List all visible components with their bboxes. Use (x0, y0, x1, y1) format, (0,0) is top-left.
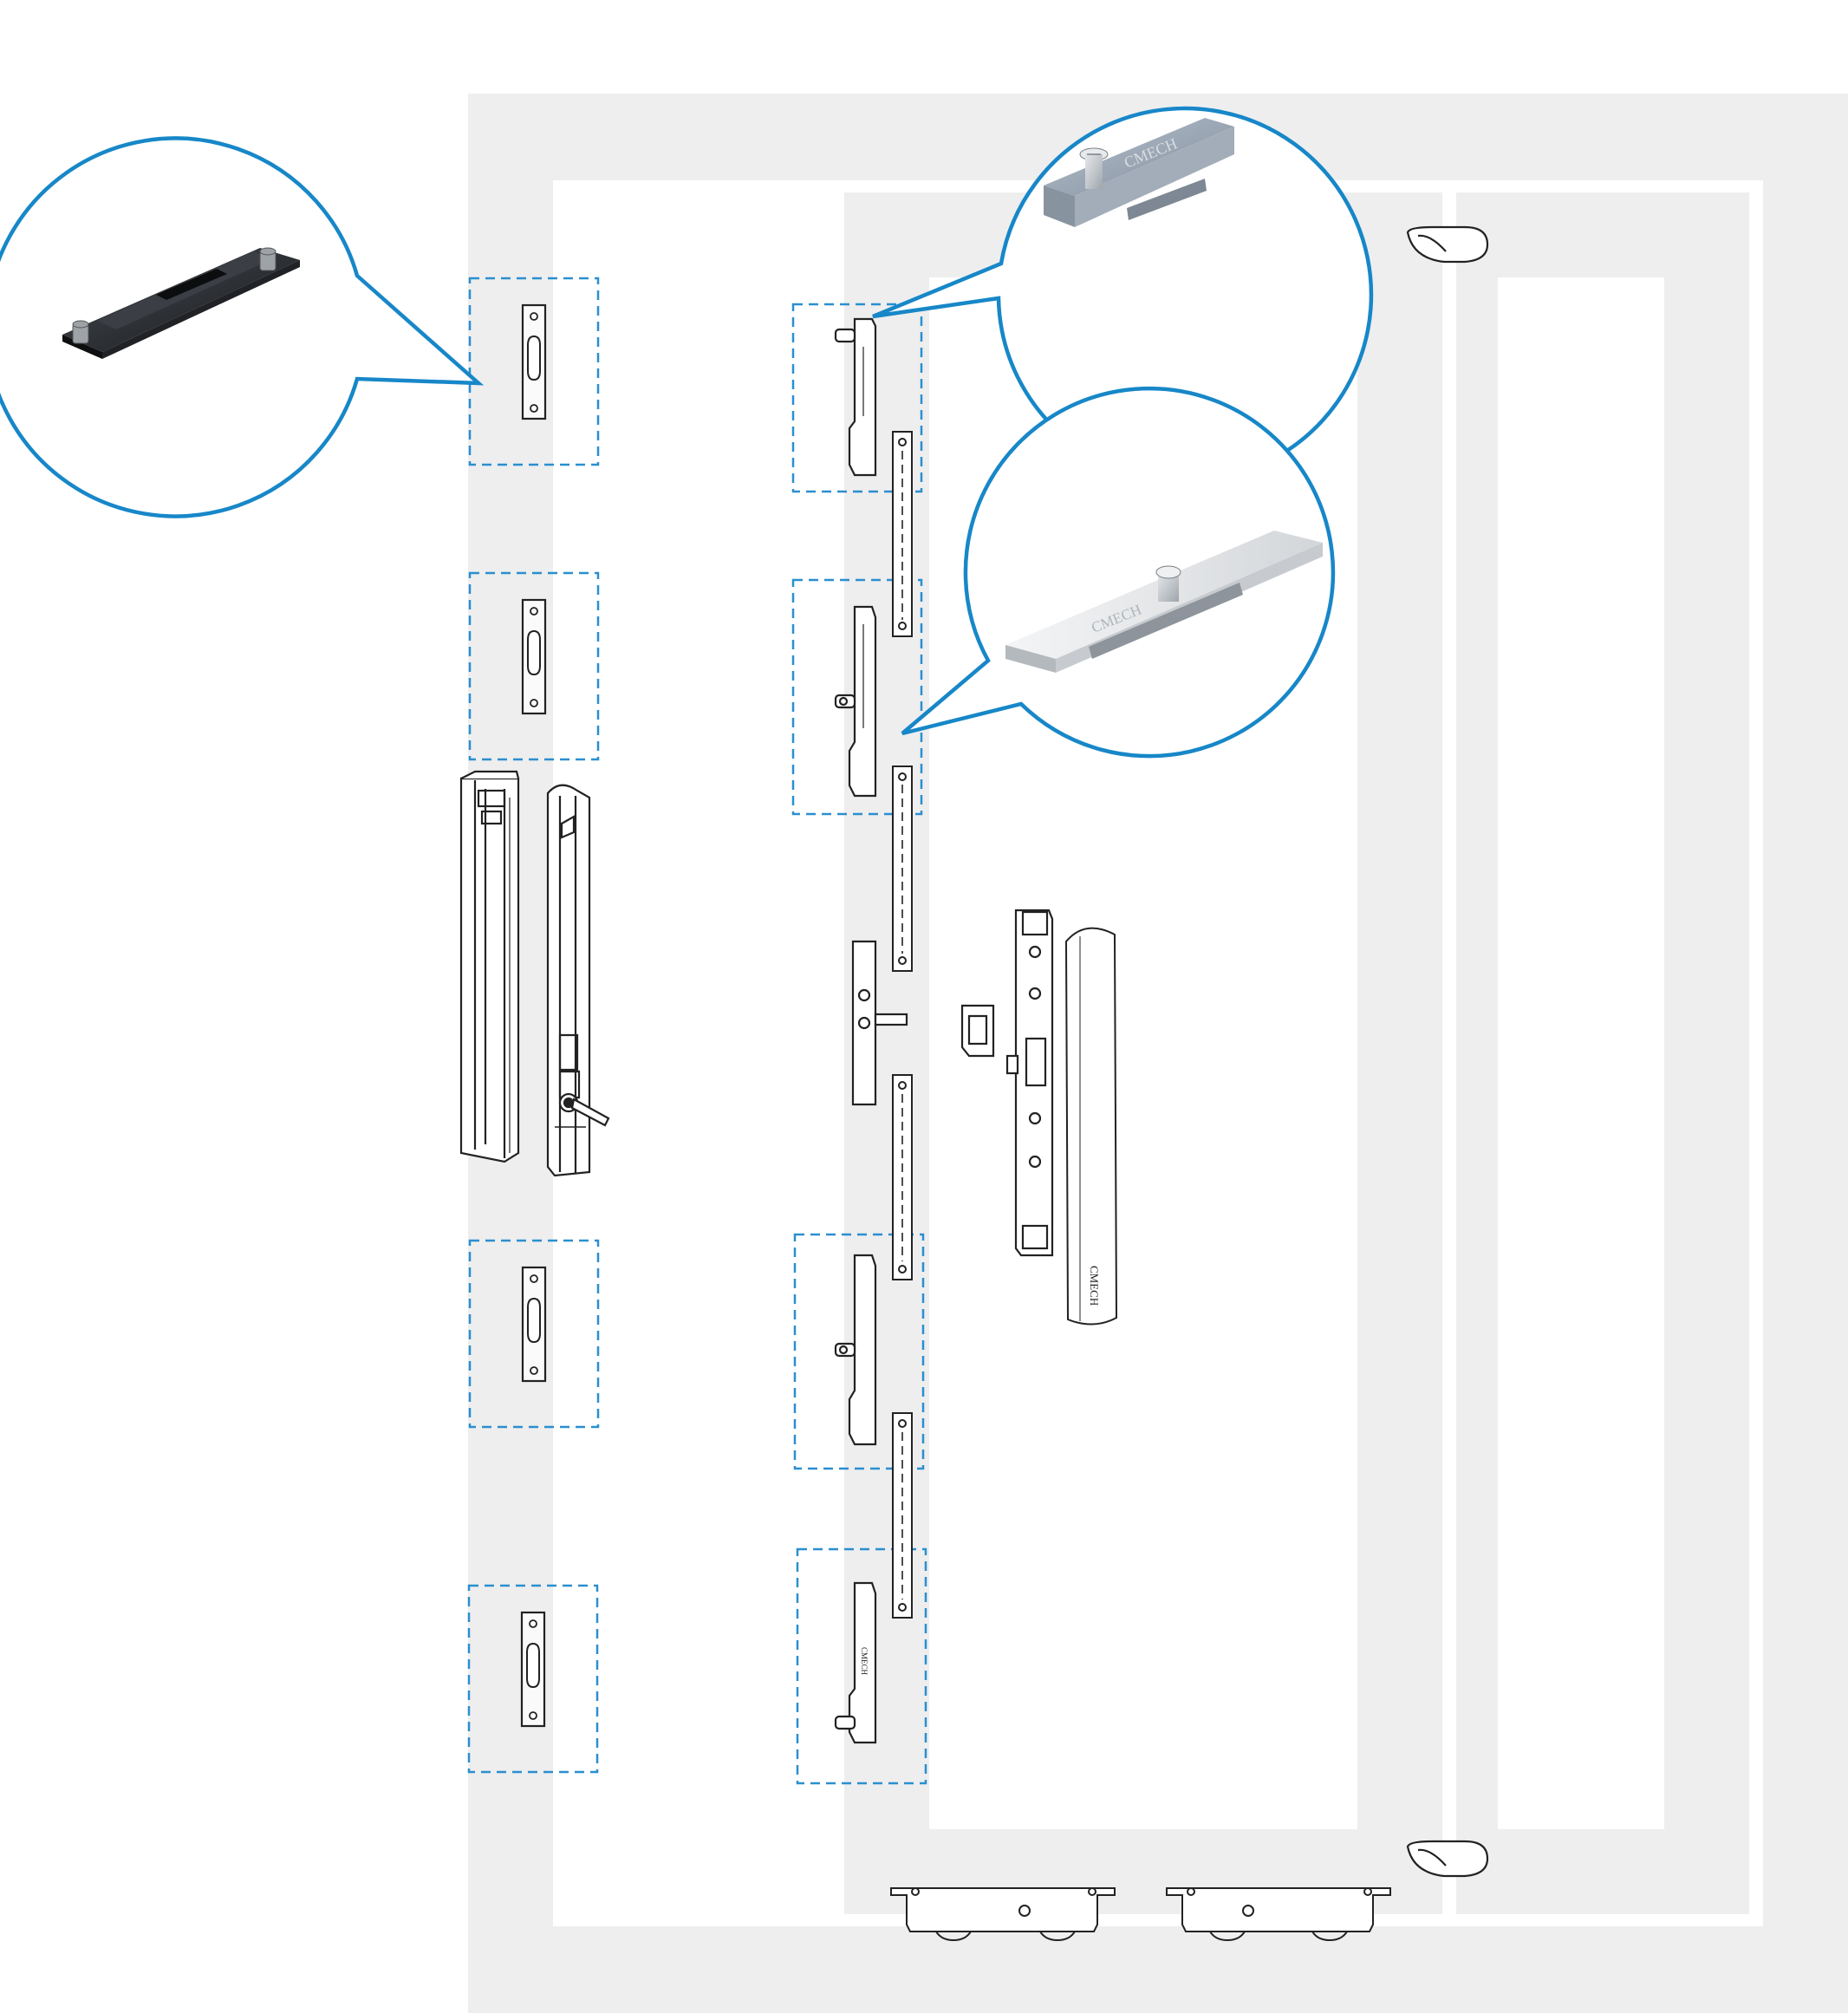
dashed-box-keeper-3 (468, 1239, 600, 1429)
callout-keeper-detail (0, 136, 485, 518)
keeper-plate-icon (521, 598, 547, 715)
pin-keeper-photo-icon: CMECH (1005, 531, 1323, 673)
stopper-icon (1406, 225, 1489, 1878)
locking-point-icon: CMECH (834, 317, 908, 1744)
screw-keeper-photo-icon: CMECH (1044, 118, 1234, 227)
gearbox-icon (960, 909, 1054, 1257)
roller-icon (890, 1887, 1391, 1942)
handle-bar-icon: CMECH (1064, 927, 1118, 1326)
locking-rod-icon (892, 431, 913, 1619)
dashed-box-lock-lower (793, 1233, 925, 1470)
callout-mid-locking-detail: CMECH (901, 386, 1336, 759)
dashed-highlight-boxes (467, 277, 927, 1785)
black-keeper-photo-icon (62, 247, 300, 359)
dashed-box-lock-top (791, 303, 923, 493)
dashed-box-lock-bottom (796, 1547, 927, 1785)
part-brand-label: CMECH (860, 1647, 869, 1676)
handle-brand-label: CMECH (1088, 1266, 1101, 1306)
right-sash (1456, 192, 1749, 1914)
left-sash (844, 192, 1442, 1914)
handle-profile-icon (546, 784, 610, 1177)
dashed-box-keeper-2 (468, 571, 600, 761)
cover-profile-icon (459, 770, 520, 1163)
keeper-plate-icon (521, 1266, 547, 1383)
keeper-plate-icon (520, 1611, 546, 1728)
callout-top-locking-detail: CMECH (872, 106, 1374, 484)
keeper-plate-icon (521, 303, 547, 420)
dashed-box-lock-mid (791, 578, 923, 816)
dashed-box-keeper-top (468, 277, 600, 466)
dashed-box-keeper-bottom (467, 1584, 599, 1774)
